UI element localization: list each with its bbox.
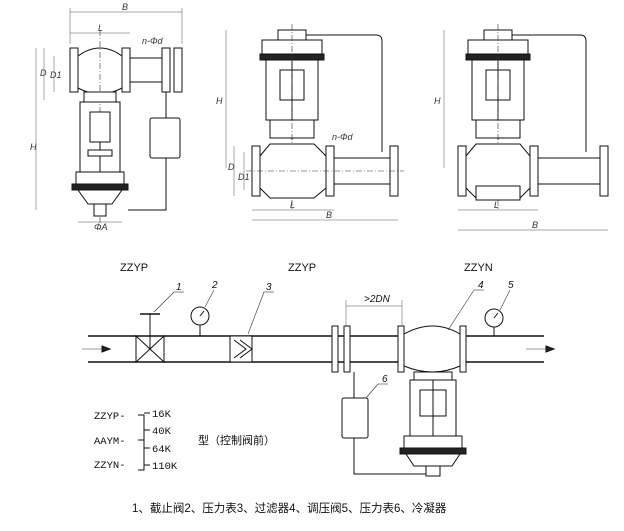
- callout-4: 4: [478, 280, 484, 291]
- pressure-2: 64K: [152, 444, 172, 456]
- dim-D-left: D: [40, 68, 47, 78]
- dim-H-mid: H: [216, 96, 223, 106]
- dim-H-left: H: [30, 142, 37, 152]
- pressure-1: 40K: [152, 426, 172, 438]
- dim-D-mid: D: [228, 162, 235, 172]
- model-2: ZZYN-: [94, 460, 126, 472]
- label-dist: >2DN: [364, 294, 391, 305]
- model-1: AAYM-: [94, 436, 126, 448]
- model-0: ZZYP-: [94, 411, 126, 423]
- label-zzyp-mid: ZZYP: [288, 262, 316, 274]
- valve-drawing-right: H L B: [434, 24, 609, 231]
- callout-3: 3: [266, 282, 272, 293]
- dim-H-right: H: [434, 96, 441, 106]
- dim-L-right: L: [494, 200, 499, 210]
- valve-drawing-left: B L n-Φd D D1 H ΦA: [30, 2, 183, 232]
- dim-D1-mid: D1: [238, 172, 250, 182]
- dim-B-right: B: [532, 220, 538, 230]
- caption: 1、截止阀2、压力表3、过滤器4、调压阀5、压力表6、冷凝器: [132, 501, 447, 515]
- dim-B-mid: B: [326, 210, 332, 220]
- dim-B-left: B: [122, 2, 128, 12]
- callout-2: 2: [211, 280, 218, 291]
- piping-schematic: ZZYP ZZYP ZZYN 1 2 3: [82, 262, 556, 515]
- model-note: 型（控制阀前）: [198, 433, 275, 447]
- dim-nphid-left: n-Φd: [142, 36, 164, 46]
- dim-nphid-mid: n-Φd: [332, 132, 354, 142]
- dim-phiA-left: ΦA: [94, 222, 108, 232]
- pressure-0: 16K: [152, 409, 172, 421]
- label-zzyn: ZZYN: [464, 262, 493, 274]
- valve-drawing-middle: H D D1 n-Φd L B: [216, 24, 404, 221]
- dim-L-mid: L: [290, 200, 295, 210]
- callout-5: 5: [508, 280, 514, 291]
- dim-L-left: L: [98, 23, 103, 33]
- dim-D1-left: D1: [50, 70, 62, 80]
- callout-6: 6: [382, 374, 388, 385]
- label-zzyp-left: ZZYP: [120, 262, 148, 274]
- callout-1: 1: [176, 282, 182, 293]
- pressure-3: 110K: [152, 461, 178, 473]
